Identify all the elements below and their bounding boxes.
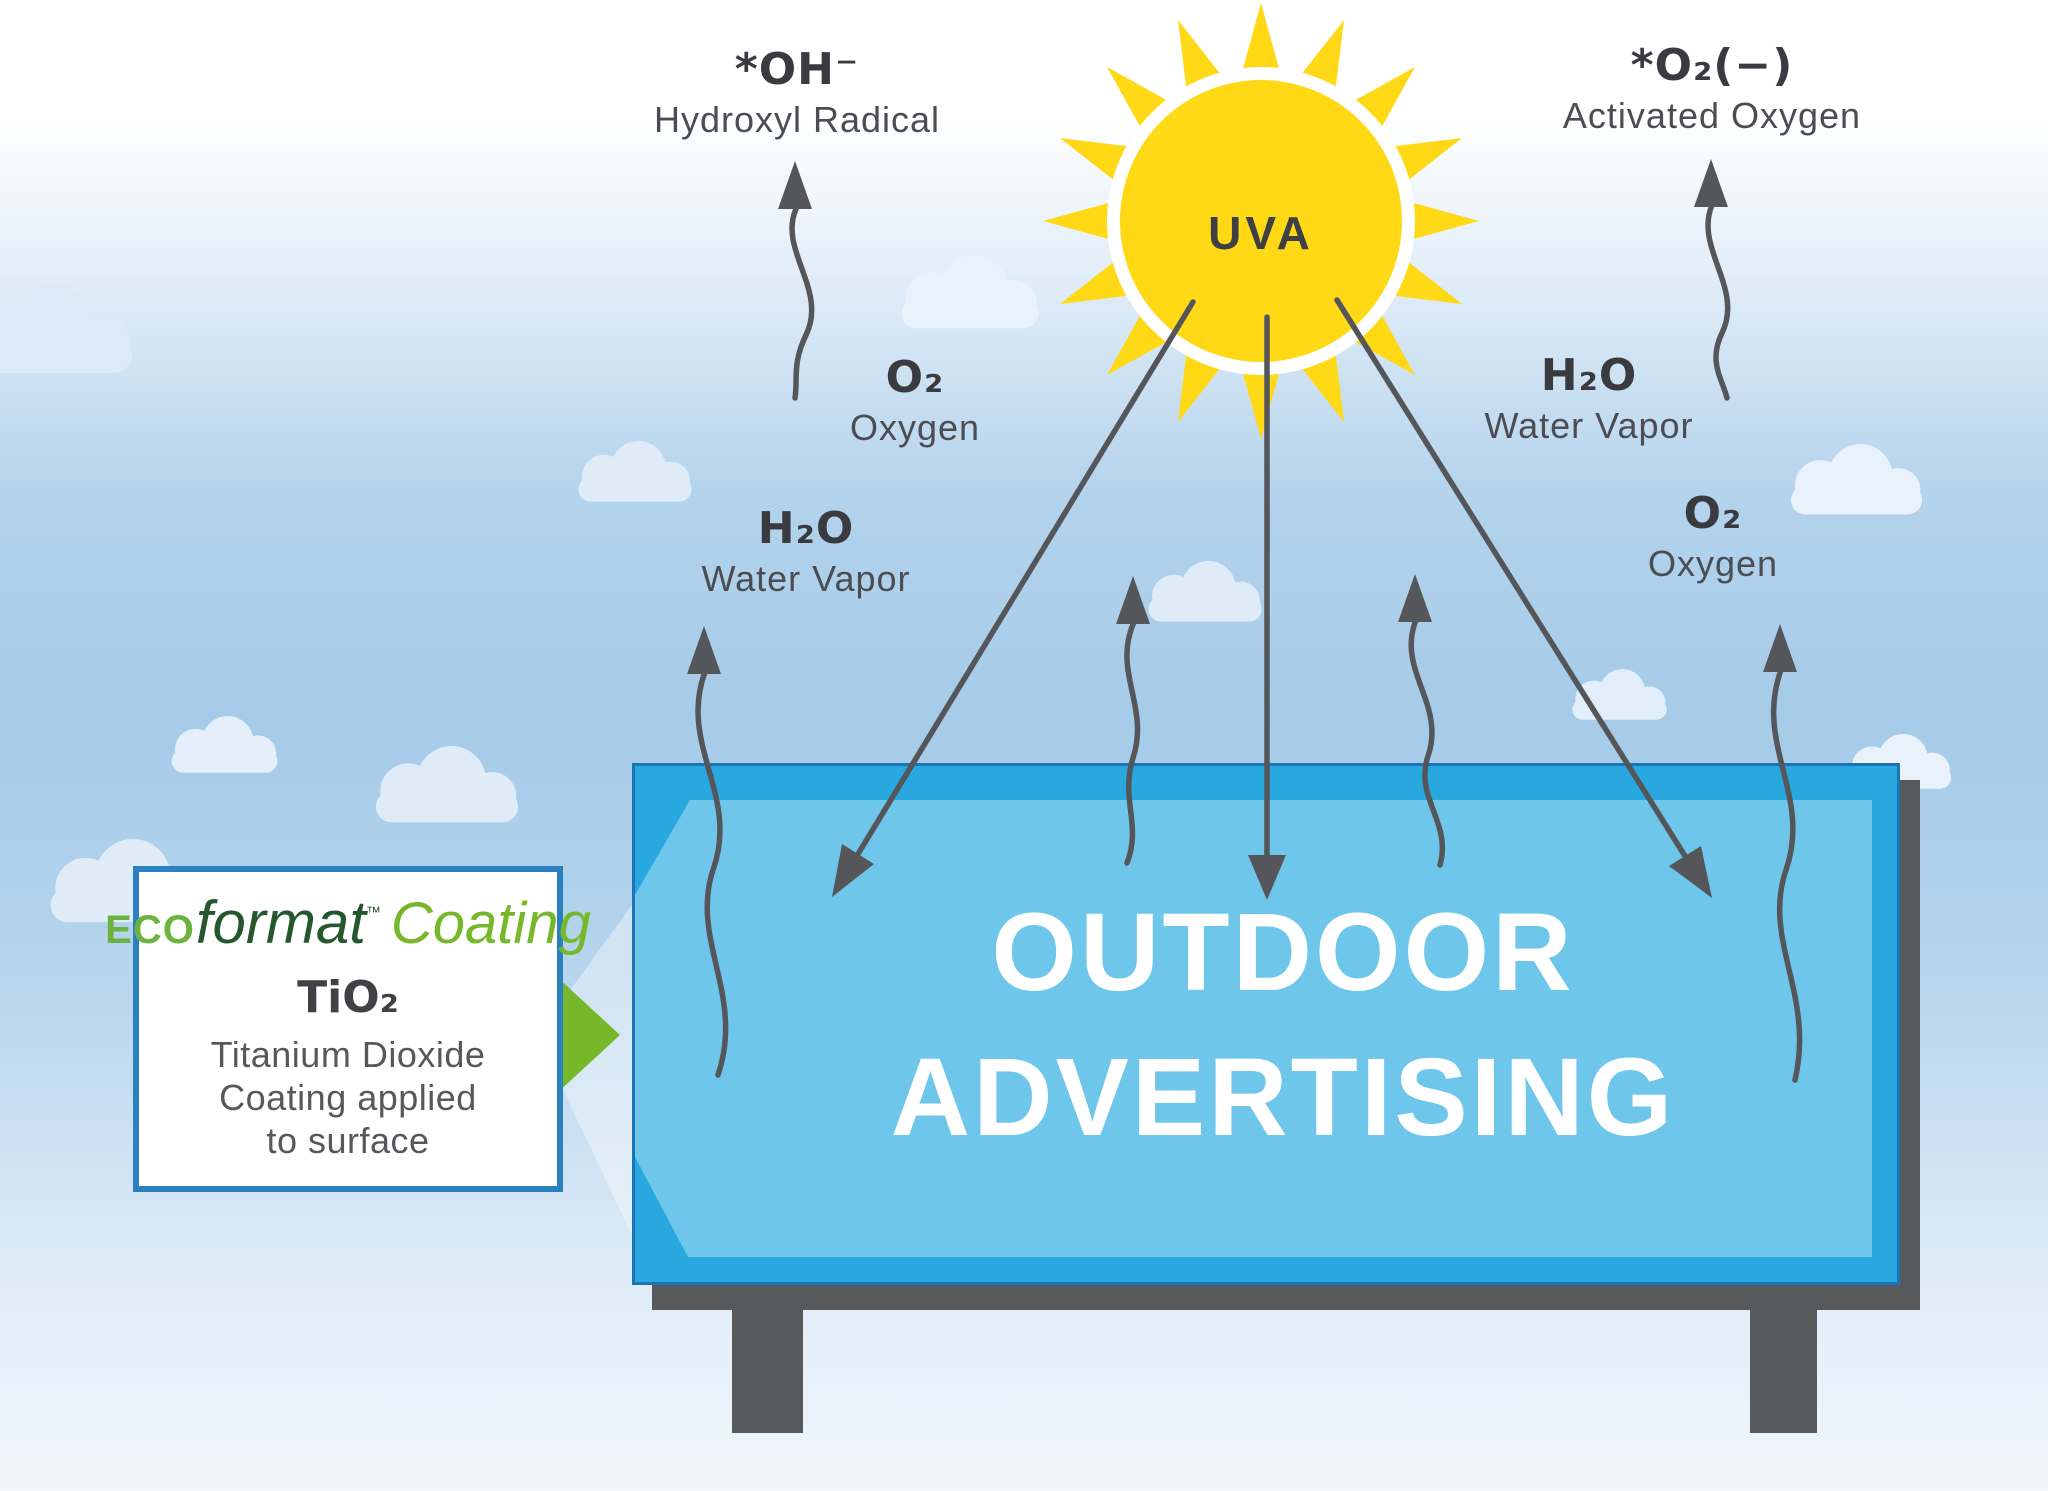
uva-arrowhead-left [832, 844, 874, 897]
activated-oxygen-label: *O₂(−) Activated Oxygen [1563, 40, 1861, 137]
activated-oxygen-name: Activated Oxygen [1562, 95, 1862, 136]
hydroxyl-name: Hydroxyl Radical [653, 99, 941, 140]
hydroxyl-label: *OH⁻ Hydroxyl Radical [654, 44, 940, 141]
water-vapor-right-name: Water Vapor [1484, 405, 1694, 446]
vapor-arrowhead-2 [1116, 576, 1150, 624]
logo-trademark: ™ [365, 904, 381, 921]
uva-arrow-left-line [855, 299, 1196, 857]
billboard-text-line1: OUTDOOR [991, 891, 1575, 1014]
vapor-wave-1 [695, 669, 729, 1078]
activated-oxygen-wave [1705, 202, 1731, 401]
oxygen-right-label: O₂ Oxygen [1648, 488, 1778, 585]
oxygen-right-name: Oxygen [1647, 543, 1779, 584]
activated-oxygen-arrowhead [1694, 159, 1728, 207]
uv-rays-group [695, 202, 1803, 1083]
hydroxyl-wave [789, 206, 815, 401]
arrowheads-group [687, 159, 1797, 900]
water-vapor-left-label: H₂O Water Vapor [701, 503, 910, 600]
logo-eco: ECO [105, 908, 195, 952]
oxygen-left-formula: O₂ [885, 352, 945, 403]
water-vapor-left-formula: H₂O [757, 503, 855, 554]
billboard-leg-right [1750, 1310, 1817, 1433]
coating-description-line1: Titanium Dioxide [210, 1034, 486, 1075]
sun [1043, 3, 1479, 439]
water-vapor-left-name: Water Vapor [701, 558, 911, 599]
activated-oxygen-formula: *O₂(−) [1630, 40, 1794, 91]
oxygen-left-name: Oxygen [849, 407, 981, 448]
logo-format: format [195, 889, 366, 956]
uva-label: UVA [1208, 207, 1314, 259]
sun-icon [1120, 80, 1402, 362]
uva-arrowhead-center [1248, 855, 1286, 900]
coating-pointer-icon [556, 976, 620, 1094]
billboard-leg-left [732, 1310, 803, 1433]
vapor-wave-3 [1408, 617, 1446, 868]
vapor-arrowhead-4 [1763, 624, 1797, 672]
vapor-arrowhead-1 [687, 626, 721, 674]
hydroxyl-arrowhead [778, 161, 812, 209]
coating-description: Titanium Dioxide Coating applied to surf… [139, 1033, 557, 1163]
tio2-formula: TiO₂ [297, 972, 399, 1023]
coating-description-line3: to surface [266, 1120, 430, 1162]
oxygen-right-formula: O₂ [1683, 488, 1743, 539]
vapor-wave-2 [1124, 619, 1141, 866]
vapor-arrowhead-3 [1398, 574, 1432, 622]
water-vapor-right-formula: H₂O [1540, 350, 1638, 401]
water-vapor-right-label: H₂O Water Vapor [1484, 350, 1693, 447]
billboard-text-line2: ADVERTISING [890, 1036, 1676, 1159]
logo-coating: Coating [390, 891, 591, 956]
uva-arrow-right-line [1334, 297, 1688, 859]
hydroxyl-formula: *OH⁻ [734, 44, 860, 95]
coating-description-line2: Coating applied [219, 1077, 477, 1119]
oxygen-left-label: O₂ Oxygen [850, 352, 980, 449]
vapor-wave-4 [1770, 667, 1803, 1083]
uva-arrowhead-right [1669, 846, 1712, 898]
